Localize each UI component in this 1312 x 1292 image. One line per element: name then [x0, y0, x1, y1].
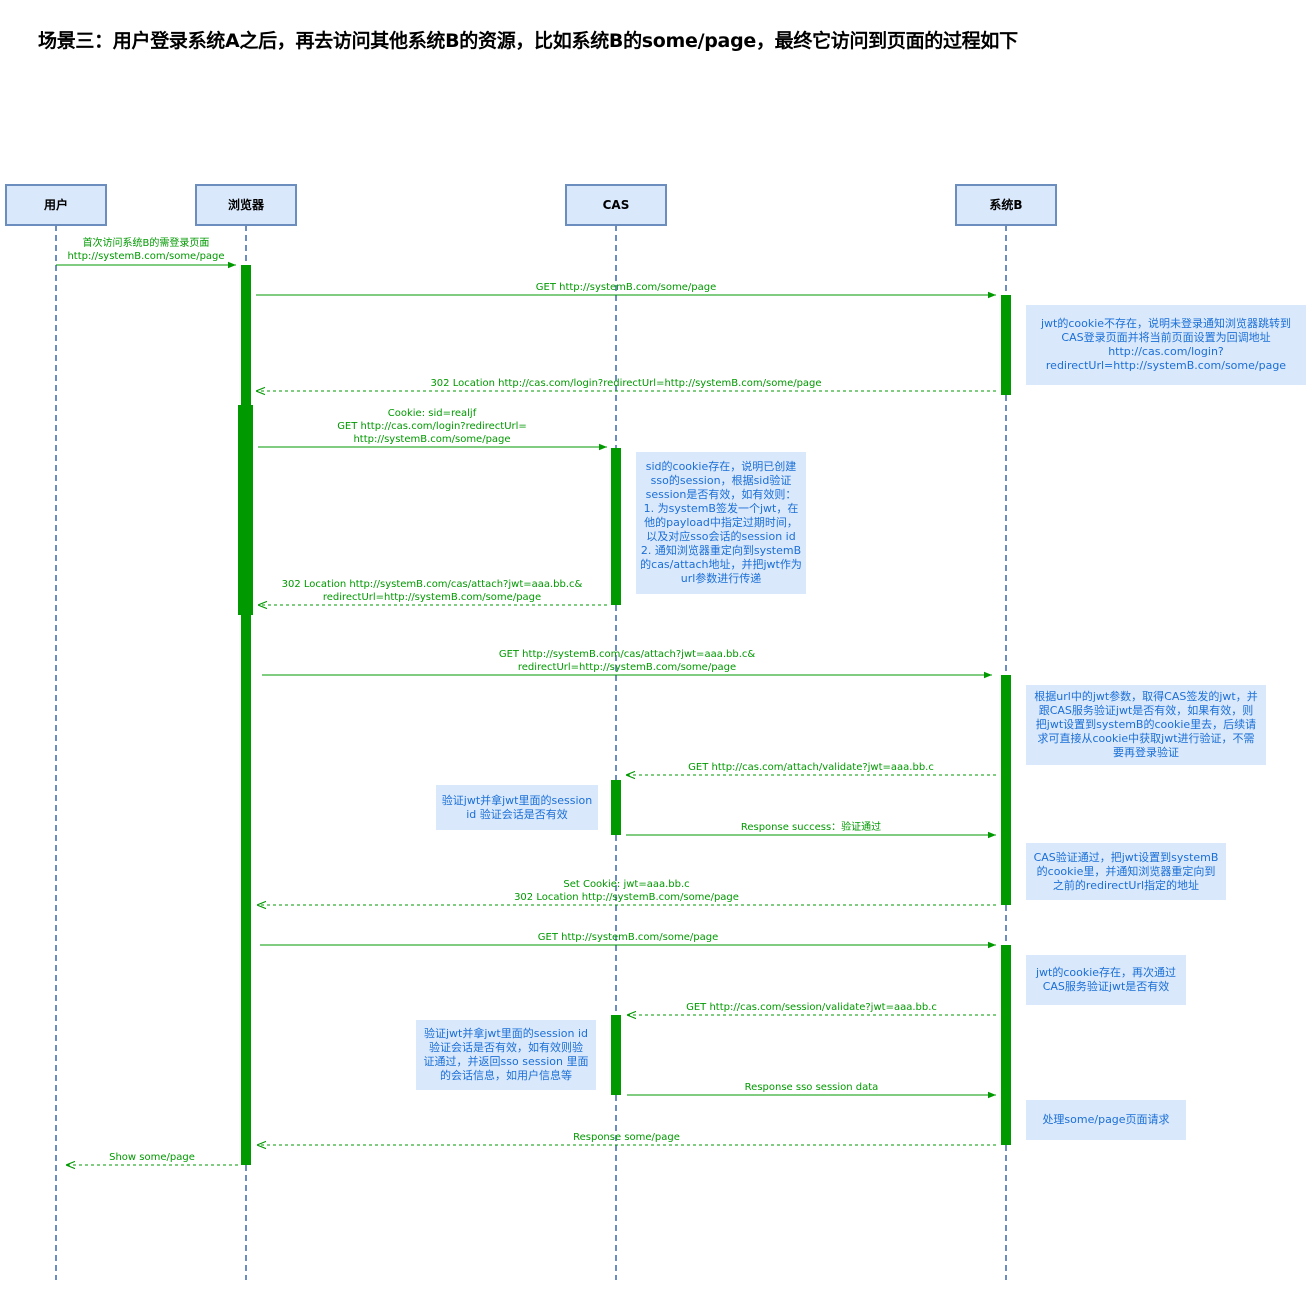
note: 根据url中的jwt参数，取得CAS签发的jwt，并 跟CAS服务验证jwt是否… — [1026, 685, 1266, 765]
actors: 用户 浏览器 CAS 系统B — [5, 184, 1057, 226]
activation-bar — [611, 1015, 621, 1095]
message-label: Response success：验证通过 — [741, 820, 881, 833]
note: jwt的cookie存在，再次通过 CAS服务验证jwt是否有效 — [1026, 955, 1186, 1005]
activation-bar — [238, 405, 253, 615]
message-label: GET http://cas.com/attach/validate?jwt=a… — [688, 762, 934, 773]
actor-label-user: 用户 — [43, 197, 68, 212]
actor-label-cas: CAS — [603, 198, 630, 212]
actor-box-cas — [565, 184, 667, 226]
message-label: GET http://systemB.com/some/page — [536, 282, 716, 293]
activation-bars — [238, 265, 1011, 1165]
message-label: GET http://systemB.com/some/page — [538, 932, 718, 943]
activation-bar — [611, 448, 621, 605]
message-label: Show some/page — [109, 1152, 195, 1163]
actor-box-system-b — [955, 184, 1057, 226]
message-label: 302 Location http://systemB.com/cas/atta… — [282, 579, 583, 603]
note: 验证jwt并拿jwt里面的session id 验证会话是否有效，如有效则验 证… — [416, 1020, 596, 1090]
activation-bar — [1001, 945, 1011, 1145]
note: jwt的cookie不存在，说明未登录通知浏览器跳转到 CAS登录页面并将当前页… — [1026, 305, 1306, 385]
actor-box-browser — [195, 184, 297, 226]
note: sid的cookie存在，说明已创建 sso的session，根据sid验证 s… — [636, 452, 806, 594]
message-label: GET http://cas.com/session/validate?jwt=… — [686, 1002, 937, 1013]
note: CAS验证通过，把jwt设置到systemB 的cookie里，并通知浏览器重定… — [1026, 843, 1226, 900]
message-label: 302 Location http://cas.com/login?redire… — [430, 378, 821, 389]
actor-label-system-b: 系统B — [989, 197, 1022, 212]
note: 验证jwt并拿jwt里面的session id 验证会话是否有效 — [436, 785, 598, 830]
diagram-title: 场景三：用户登录系统A之后，再去访问其他系统B的资源，比如系统B的some/pa… — [38, 30, 1018, 52]
actor-box-user — [5, 184, 107, 226]
activation-bar — [1001, 295, 1011, 395]
activation-bar — [241, 615, 251, 1165]
activation-bar — [611, 780, 621, 835]
message-label: Response sso session data — [745, 1082, 879, 1093]
message-label: Response some/page — [573, 1132, 680, 1143]
activation-bar — [1001, 675, 1011, 905]
actor-label-browser: 浏览器 — [228, 197, 265, 212]
message-label: GET http://systemB.com/cas/attach?jwt=aa… — [499, 649, 756, 673]
activation-bar — [241, 265, 251, 405]
note: 处理some/page页面请求 — [1026, 1100, 1186, 1140]
